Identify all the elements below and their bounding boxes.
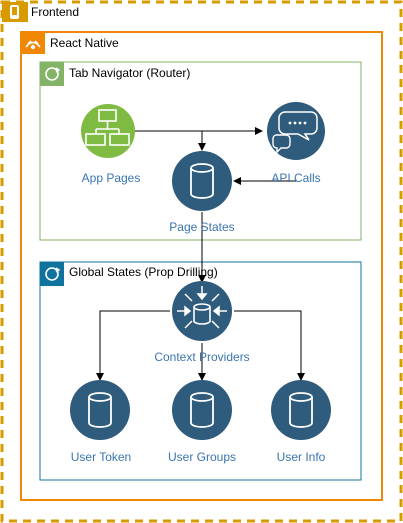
chat-icon [267,102,325,160]
user-token-label: User Token [71,450,131,464]
page-states-node: Page States [169,151,235,234]
user-token-node: User Token [70,380,131,464]
user-groups-node: User Groups [168,380,236,464]
frontend-label: Frontend [31,5,79,19]
react-native-icon [21,32,45,54]
edges [96,127,305,381]
edge-context-to-user-token [96,310,170,381]
database-icon [172,380,232,440]
app-pages-label: App Pages [82,171,141,185]
user-info-label: User Info [277,450,326,464]
database-icon [271,380,331,440]
context-providers-label: Context Providers [154,350,249,364]
user-info-node: User Info [271,380,331,464]
edge-context-to-user-info [234,310,305,381]
api-calls-label: API Calls [271,171,320,185]
user-groups-label: User Groups [168,450,236,464]
global-states-group [39,261,362,481]
frontend-icon [2,2,28,22]
app-pages-icon [81,104,135,158]
tab-navigator-icon [40,62,64,86]
tab-navigator-label: Tab Navigator (Router) [69,66,190,80]
api-calls-node: API Calls [267,102,325,185]
global-states-icon [40,262,64,286]
global-states-label: Global States (Prop Drilling) [69,265,218,279]
react-native-label: React Native [50,36,119,50]
page-states-label: Page States [169,220,234,234]
tab-navigator-group [39,61,362,241]
react-native-group [20,31,383,501]
database-icon [172,151,232,211]
app-pages-node: App Pages [81,104,140,185]
database-icon [70,380,130,440]
context-providers-node: Context Providers [154,281,250,364]
